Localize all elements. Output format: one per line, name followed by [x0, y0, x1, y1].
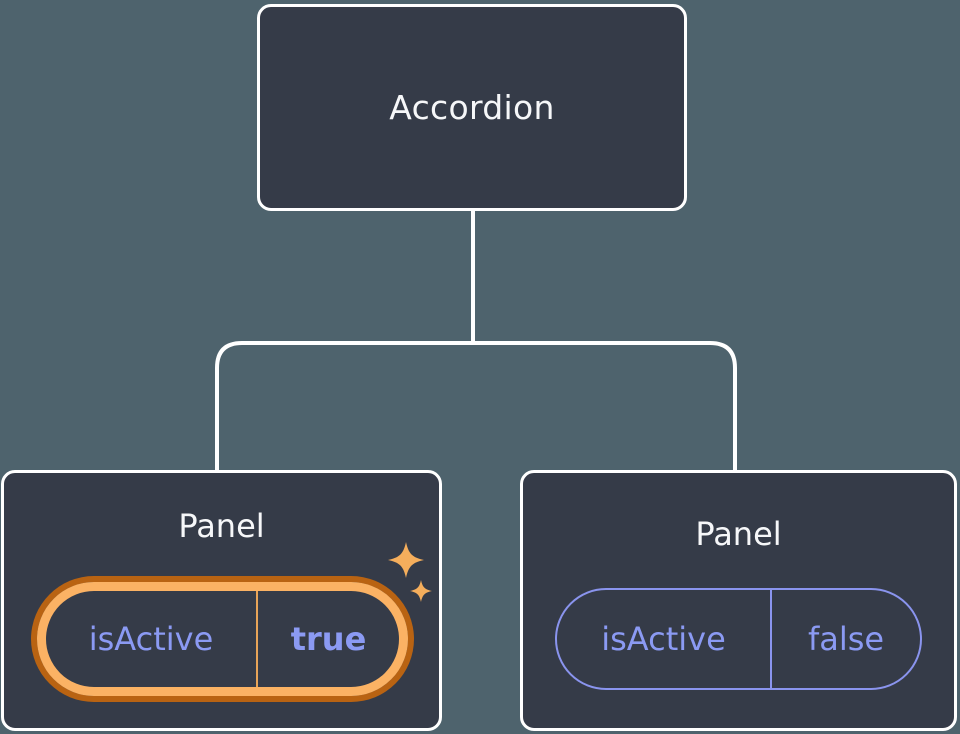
panel-node-active: Panel isActive true [1, 470, 442, 731]
prop-name-label: isActive [88, 620, 214, 658]
prop-name-label: isActive [601, 620, 726, 658]
pill-divider [770, 590, 772, 688]
state-pill-inactive: isActive false [555, 588, 922, 690]
accordion-node-label: Accordion [389, 88, 555, 127]
sparkles-group [388, 542, 432, 602]
panel-node-label: Panel [695, 515, 782, 553]
prop-value-label: false [807, 620, 885, 658]
prop-value-label: true [290, 620, 367, 658]
pill-divider [256, 591, 258, 687]
sparkle-icon-large [388, 542, 424, 578]
sparkle-icon-small [410, 580, 432, 602]
panel-node-label: Panel [178, 507, 265, 545]
state-pill-active: isActive true [37, 582, 408, 696]
accordion-node: Accordion [257, 4, 687, 211]
panel-node-inactive: Panel isActive false [520, 470, 957, 731]
